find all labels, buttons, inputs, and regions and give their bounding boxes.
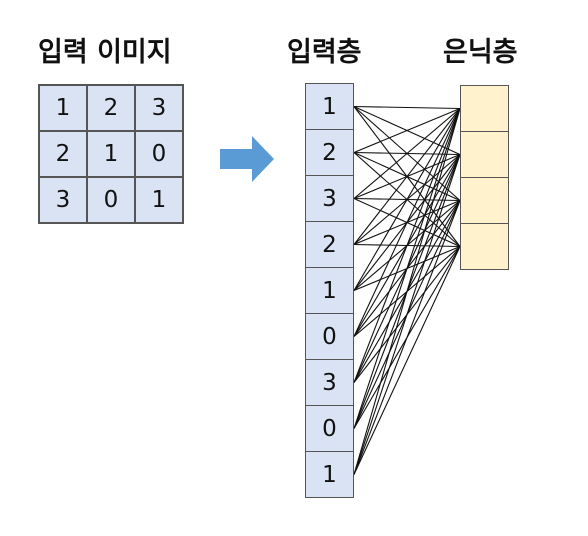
input-layer-column: 1 2 3 2 1 0 3 0 1 — [305, 83, 354, 498]
input-image-grid: 1 2 3 2 1 0 3 0 1 — [38, 84, 184, 224]
grid-cell-r2c2: 1 — [87, 131, 135, 177]
grid-cell-r3c2: 0 — [87, 177, 135, 223]
connection-line-9-1 — [353, 108, 461, 475]
input-node-7: 3 — [305, 359, 354, 406]
input-node-3: 3 — [305, 175, 354, 222]
hidden-layer-column — [460, 85, 509, 270]
grid-cell-r2c3: 0 — [135, 131, 183, 177]
hidden-node-2 — [460, 131, 509, 178]
connection-line-4-1 — [353, 108, 461, 245]
connection-line-2-1 — [353, 107, 461, 154]
connection-line-7-1 — [353, 108, 461, 383]
hidden-layer-title: 은닉층 — [443, 37, 518, 68]
grid-cell-r1c2: 2 — [87, 85, 135, 131]
input-node-2: 2 — [305, 129, 354, 176]
input-node-1: 1 — [305, 83, 354, 130]
input-node-4: 2 — [305, 221, 354, 268]
connection-line-9-3 — [353, 200, 461, 475]
hidden-node-3 — [460, 177, 509, 224]
input-node-9: 1 — [305, 451, 354, 498]
connection-line-8-1 — [353, 108, 461, 429]
connection-line-9-4 — [353, 246, 461, 475]
grid-cell-r1c1: 1 — [39, 85, 87, 131]
hidden-node-4 — [460, 223, 509, 270]
connection-line-9-2 — [353, 154, 461, 475]
input-node-5: 1 — [305, 267, 354, 314]
grid-cell-r2c1: 2 — [39, 131, 87, 177]
grid-cell-r3c1: 3 — [39, 177, 87, 223]
connection-line-1-1 — [353, 105, 461, 110]
input-image-title: 입력 이미지 — [38, 37, 172, 68]
input-node-8: 0 — [305, 405, 354, 452]
connection-line-3-1 — [353, 108, 461, 199]
input-node-6: 0 — [305, 313, 354, 360]
input-layer-title: 입력층 — [287, 37, 362, 68]
connection-line-5-1 — [353, 108, 461, 291]
grid-cell-r1c3: 3 — [135, 85, 183, 131]
connection-line-6-1 — [353, 108, 461, 337]
hidden-node-1 — [460, 85, 509, 132]
right-arrow-icon — [220, 136, 274, 182]
grid-cell-r3c3: 1 — [135, 177, 183, 223]
